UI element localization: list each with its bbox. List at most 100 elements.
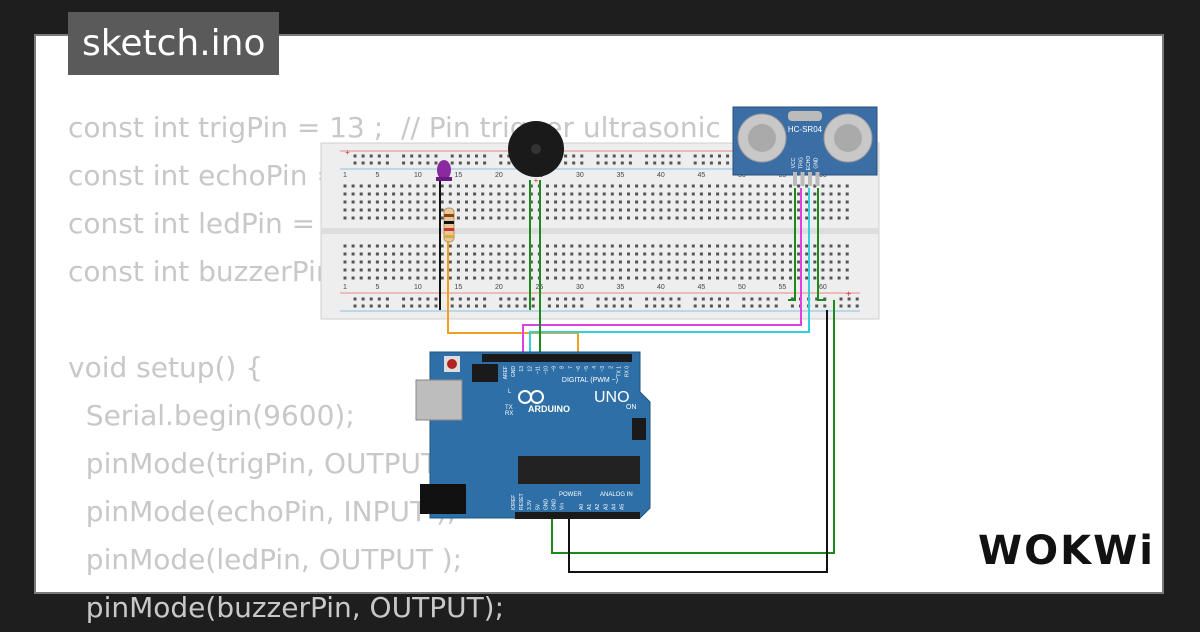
breadboard-hole: [343, 184, 347, 188]
breadboard-hole: [805, 216, 809, 220]
breadboard-hole: [789, 244, 792, 248]
breadboard-hole: [594, 192, 598, 196]
breadboard-hole: [837, 184, 841, 188]
breadboard-hole: [554, 216, 558, 220]
rail-hole: [726, 297, 730, 301]
breadboard-hole: [351, 216, 355, 220]
wire-led-orange[interactable]: [447, 238, 579, 360]
breadboard-hole: [789, 260, 792, 264]
breadboard-hole: [343, 192, 347, 196]
wire-5v-green[interactable]: [551, 300, 835, 554]
wire-gnd-black[interactable]: [568, 310, 828, 573]
wire-gnd-green[interactable]: [817, 188, 826, 301]
rail-hole: [402, 154, 406, 158]
breadboard-hole: [456, 200, 460, 204]
breadboard-hole: [602, 252, 606, 256]
buzzer[interactable]: +: [508, 121, 564, 185]
breadboard-hole: [724, 184, 728, 188]
breadboard-hole: [708, 252, 711, 256]
breadboard-hole: [659, 268, 663, 272]
led[interactable]: [436, 160, 452, 181]
breadboard-hole: [602, 208, 606, 212]
breadboard-hole: [529, 184, 533, 188]
breadboard-hole: [732, 208, 736, 212]
rail-hole: [596, 297, 600, 301]
breadboard-hole: [408, 200, 412, 204]
breadboard-hole: [764, 208, 768, 212]
breadboard-hole: [837, 244, 841, 248]
breadboard-hole: [440, 252, 444, 256]
breadboard-hole: [400, 200, 404, 204]
sensor-pin: [808, 172, 812, 186]
breadboard-hole: [578, 208, 582, 212]
breadboard-hole: [667, 216, 671, 220]
breadboard-hole: [343, 244, 347, 248]
breadboard-hole: [780, 268, 784, 272]
breadboard-hole: [440, 244, 444, 248]
on-led-label: ON: [626, 404, 637, 411]
breadboard-hole: [473, 200, 477, 204]
breadboard-hole: [481, 192, 485, 196]
breadboard-hole: [748, 216, 752, 220]
code-line: pinMode(buzzerPin, OUTPUT);: [68, 591, 505, 624]
breadboard-hole: [586, 268, 590, 272]
breadboard-hole: [740, 192, 744, 196]
breadboard-hole: [764, 184, 768, 188]
wire-vcc-green[interactable]: [788, 188, 796, 301]
breadboard-hole: [367, 208, 371, 212]
arduino-uno[interactable]: DIGITAL (PWM ~) ARDUINO UNO ON TX RX L P…: [415, 351, 651, 519]
rail-hole: [693, 304, 697, 308]
column-number: 1: [343, 172, 347, 179]
breadboard-hole: [343, 276, 347, 280]
breadboard-hole: [740, 276, 744, 280]
breadboard-hole: [554, 260, 558, 264]
breadboard-hole: [797, 244, 801, 248]
breadboard-hole: [481, 200, 485, 204]
breadboard-hole: [610, 276, 614, 280]
file-name-tab[interactable]: sketch.ino: [68, 12, 280, 75]
breadboard-hole: [732, 216, 736, 220]
breadboard-hole: [789, 252, 792, 256]
breadboard-hole: [764, 276, 768, 280]
breadboard-hole: [570, 252, 574, 256]
breadboard-hole: [586, 208, 590, 212]
breadboard-hole: [699, 276, 703, 280]
breadboard-hole: [465, 184, 468, 188]
breadboard-hole: [797, 268, 801, 272]
breadboard-hole: [384, 216, 387, 220]
breadboard-hole: [780, 192, 784, 196]
breadboard-hole: [505, 252, 509, 256]
breadboard-hole: [351, 192, 355, 196]
resistor[interactable]: [443, 207, 455, 243]
column-number: 1: [343, 284, 347, 291]
rail-hole: [507, 161, 511, 165]
breadboard-hole: [708, 244, 711, 248]
breadboard-hole: [821, 244, 825, 248]
breadboard-hole: [489, 268, 493, 272]
breadboard-hole: [635, 268, 639, 272]
rail-hole: [669, 304, 673, 308]
breadboard-hole: [602, 200, 606, 204]
rail-hole: [556, 304, 559, 308]
breadboard-hole: [610, 208, 614, 212]
breadboard-hole: [805, 244, 809, 248]
breadboard-hole: [724, 216, 728, 220]
breadboard-hole: [789, 200, 792, 204]
breadboard-hole: [521, 244, 525, 248]
breadboard-hole: [375, 216, 379, 220]
breadboard-hole: [375, 244, 379, 248]
analog-pin-label: A4: [611, 504, 617, 510]
column-number: 10: [414, 284, 422, 291]
breadboard-hole: [546, 200, 549, 204]
breadboard-hole: [772, 260, 776, 264]
rail-hole: [353, 161, 357, 165]
wire-trig-magenta[interactable]: [522, 188, 802, 360]
breadboard-hole: [829, 184, 833, 188]
wire-echo-cyan[interactable]: [529, 188, 810, 360]
rail-hole: [531, 297, 535, 301]
rail-hole: [742, 304, 746, 308]
breadboard-hole: [586, 276, 590, 280]
wires[interactable]: [439, 175, 835, 573]
